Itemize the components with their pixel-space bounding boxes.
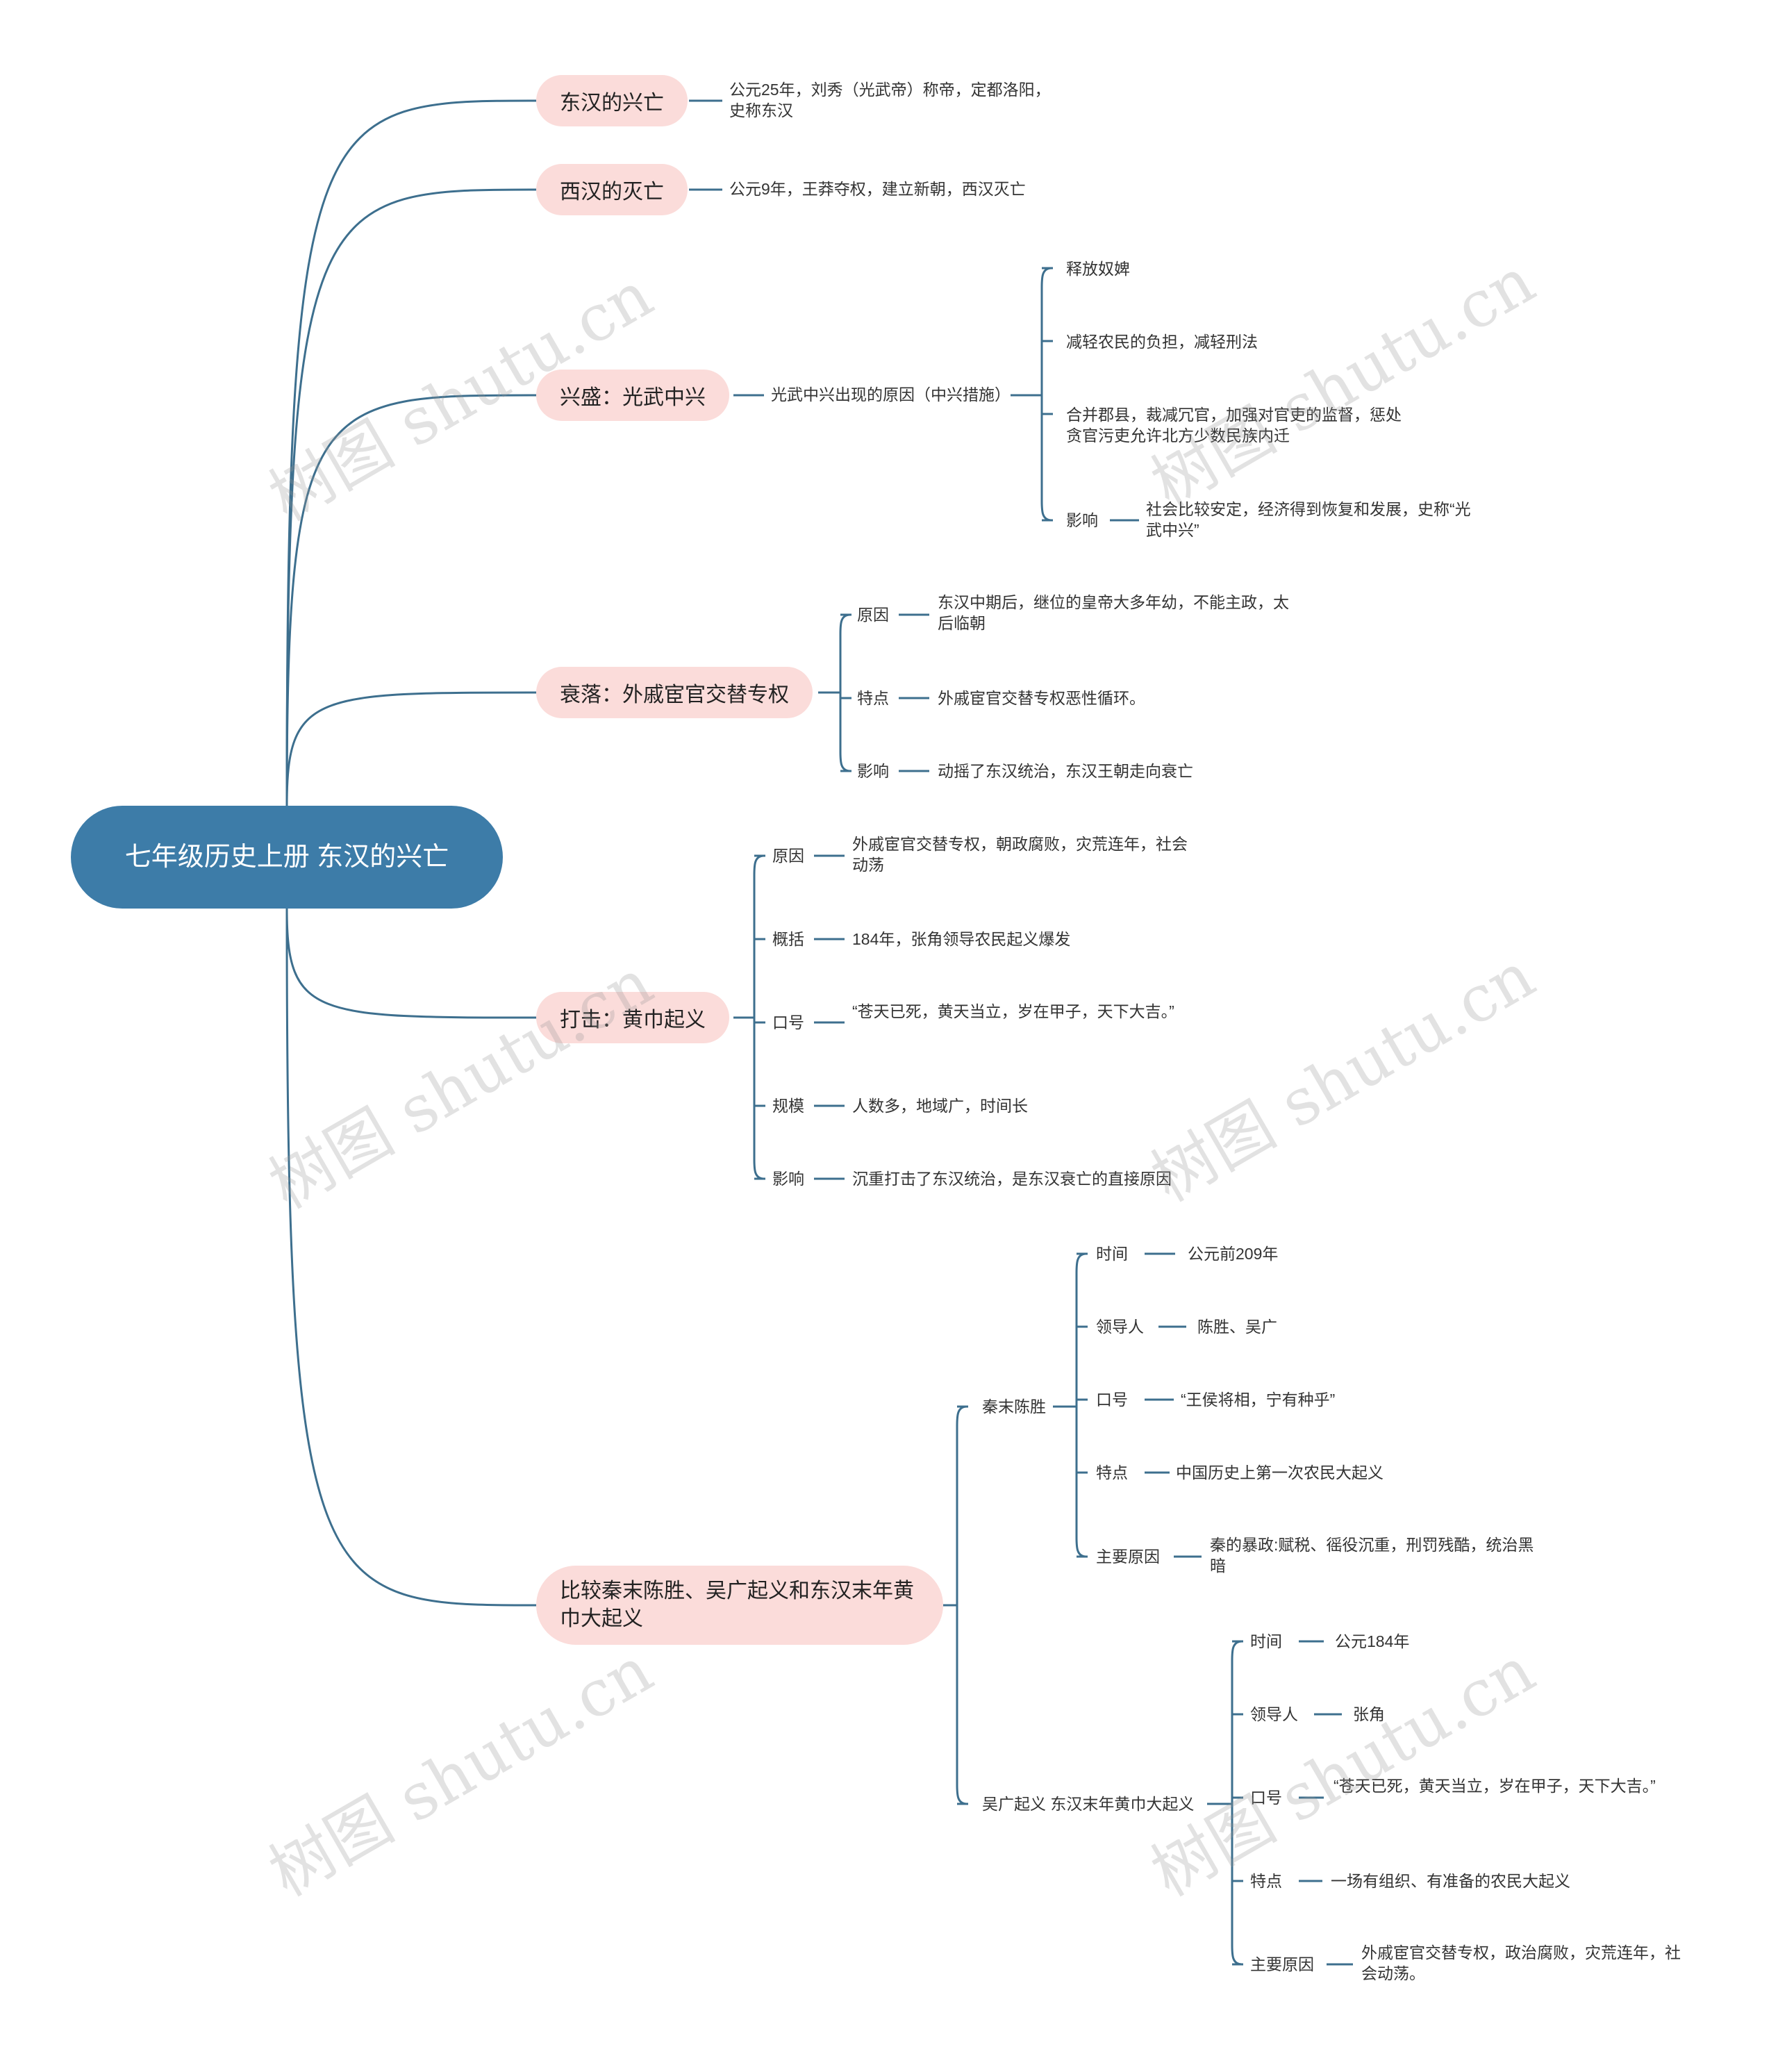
leaf-text: “苍天已死，黄天当立，岁在甲子，天下大吉。” <box>1334 1777 1656 1795</box>
connector <box>956 1405 967 1805</box>
leaf-text: 184年，张角领导农民起义爆发 <box>852 930 1071 948</box>
branch-guangwu-revival[interactable]: 兴盛：光武中兴 <box>536 370 729 421</box>
leaf-text: 合并郡县，裁减冗官，加强对官吏的监督，惩处贪官污吏允许北方少数民族内迁 <box>1066 406 1402 445</box>
connector <box>285 691 537 806</box>
leaf-text: 外戚宦官交替专权恶性循环。 <box>938 689 1145 707</box>
sub-label: 时间 <box>1250 1632 1282 1650</box>
group-label-han: 吴广起义 东汉末年黄巾大起义 <box>982 1795 1195 1813</box>
leaf-text: 公元前209年 <box>1188 1245 1279 1263</box>
root-title: 七年级历史上册 东汉的兴亡 <box>124 843 449 872</box>
sub-label: 时间 <box>1096 1245 1128 1263</box>
sub-label: 概括 <box>772 930 804 948</box>
leaf-text: 外戚宦官交替专权，政治腐败，灾荒连年，社会动荡。 <box>1361 1943 1681 1982</box>
leaf-text: 公元25年，刘秀（光武帝）称帝，定都洛阳，史称东汉 <box>729 81 1051 119</box>
branch-xi-han-fall[interactable]: 西汉的灭亡 <box>536 164 688 215</box>
sub-label: 特点 <box>1250 1872 1282 1890</box>
sub-label: 口号 <box>1096 1391 1128 1409</box>
connector <box>285 908 537 1019</box>
leaf-text: 公元9年，王莽夺权，建立新朝，西汉灭亡 <box>729 180 1026 198</box>
leaf-text: 人数多，地域广，时间长 <box>852 1097 1028 1115</box>
sub-label: 口号 <box>1250 1789 1282 1807</box>
leaf-text: “苍天已死，黄天当立，岁在甲子，天下大吉。” <box>852 1002 1174 1020</box>
sub-label: 特点 <box>857 689 889 707</box>
leaf-text: 沉重打击了东汉统治，是东汉衰亡的直接原因 <box>852 1170 1172 1188</box>
branch-label: 东汉的兴亡 <box>560 92 664 115</box>
connector <box>285 188 537 806</box>
connector <box>285 908 537 1607</box>
sub-label: 原因 <box>772 847 804 865</box>
sub-label: 影响 <box>772 1170 804 1188</box>
sub-label: 领导人 <box>1250 1705 1298 1723</box>
sub-label: 规模 <box>772 1097 804 1115</box>
connector <box>753 854 765 1180</box>
leaf-text: 东汉中期后，继位的皇帝大多年幼，不能主政，太后临朝 <box>938 593 1289 632</box>
connector <box>1075 1252 1087 1558</box>
leaf-text: 中国历史上第一次农民大起义 <box>1176 1464 1384 1482</box>
branch-decline[interactable]: 衰落：外戚宦官交替专权 <box>536 667 813 718</box>
sub-label: 光武中兴出现的原因（中兴措施） <box>771 386 1011 404</box>
leaf-text: 陈胜、吴广 <box>1197 1318 1277 1336</box>
branch-label: 打击：黄巾起义 <box>560 1009 706 1031</box>
group-label-qin: 秦末陈胜 <box>982 1398 1046 1416</box>
leaf-text: 减轻农民的负担，减轻刑法 <box>1066 333 1258 351</box>
connector <box>285 99 537 806</box>
branch-yellow-turban[interactable]: 打击：黄巾起义 <box>536 992 729 1043</box>
branch-label: 兴盛：光武中兴 <box>560 386 706 409</box>
sub-label: 原因 <box>857 606 889 624</box>
connector <box>1040 267 1052 522</box>
branch-label: 比较秦末陈胜、吴广起义和东汉末年黄巾大起义 <box>560 1580 914 1630</box>
connector <box>839 613 851 772</box>
leaf-text: 外戚宦官交替专权，朝政腐败，灾荒连年，社会动荡 <box>852 835 1188 874</box>
sub-label: 影响 <box>857 762 889 780</box>
root-node[interactable]: 七年级历史上册 东汉的兴亡 <box>71 806 503 909</box>
sub-label: 口号 <box>772 1013 804 1031</box>
branch-comparison[interactable]: 比较秦末陈胜、吴广起义和东汉末年黄巾大起义 <box>536 1566 943 1645</box>
leaf-text: 社会比较安定，经济得到恢复和发展，史称“光武中兴” <box>1146 500 1471 539</box>
sub-label: 主要原因 <box>1250 1955 1314 1973</box>
leaf-text: 动摇了东汉统治，东汉王朝走向衰亡 <box>938 762 1193 780</box>
leaf-text: 张角 <box>1353 1705 1385 1723</box>
branch-label: 西汉的灭亡 <box>560 181 664 204</box>
branch-label: 衰落：外戚宦官交替专权 <box>560 683 789 706</box>
leaf-text: 释放奴婢 <box>1066 260 1130 278</box>
sub-label: 特点 <box>1096 1464 1128 1482</box>
leaf-text: 一场有组织、有准备的农民大起义 <box>1331 1872 1570 1890</box>
connector <box>285 394 537 806</box>
leaf-text: “王侯将相，宁有种乎” <box>1181 1391 1336 1409</box>
connector <box>1231 1640 1243 1966</box>
sub-label: 领导人 <box>1096 1318 1144 1336</box>
leaf-text: 公元184年 <box>1335 1632 1410 1650</box>
sub-label: 影响 <box>1066 511 1098 529</box>
sub-label: 主要原因 <box>1096 1548 1160 1566</box>
leaf-text: 秦的暴政:赋税、徭役沉重，刑罚残酷，统治黑暗 <box>1210 1536 1534 1575</box>
branch-dong-han-rise[interactable]: 东汉的兴亡 <box>536 75 688 126</box>
